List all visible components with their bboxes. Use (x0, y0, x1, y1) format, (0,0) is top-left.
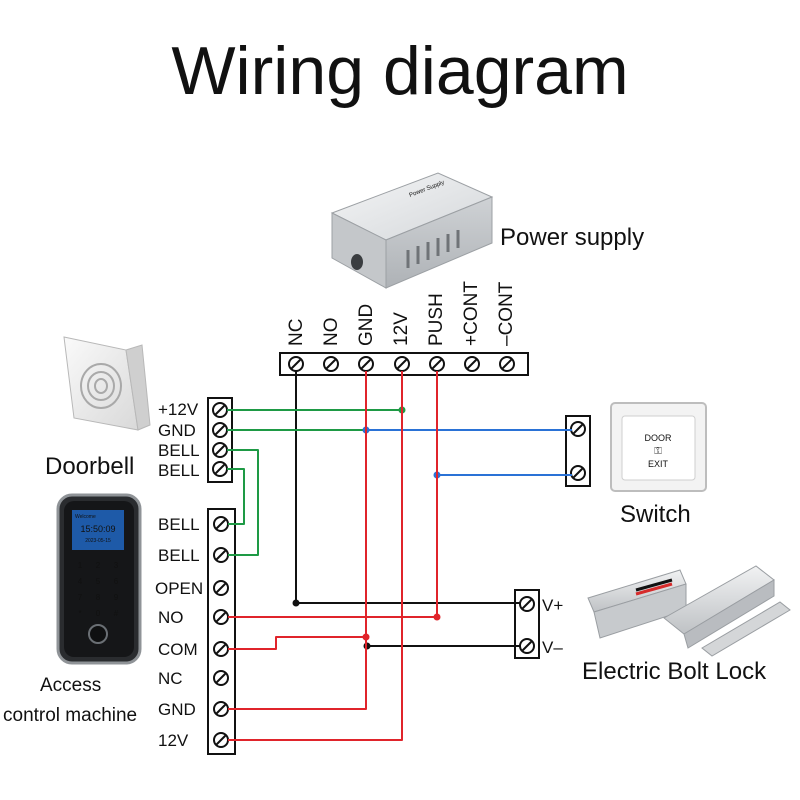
doorbell-image (63, 336, 151, 431)
wire-nc-to-vplus (295, 371, 520, 604)
wire-12v-red (228, 371, 403, 741)
wire-push-red (228, 371, 438, 618)
terminal-label-nc: NC (286, 319, 307, 346)
lock-label: Electric Bolt Lock (582, 658, 767, 685)
page-title: Wiring diagram (171, 33, 628, 109)
access-label-12v: 12V (158, 731, 189, 750)
doorbell-label: Doorbell (45, 453, 134, 480)
keypad-key: 7 (78, 593, 83, 602)
access-label-com: COM (158, 640, 198, 659)
doorbell-terminal-labels: +12V GND BELL BELL (158, 400, 200, 480)
wire-junction (433, 613, 441, 621)
keypad-key: 2 (96, 561, 101, 570)
doorbell-label-plus12v: +12V (158, 400, 199, 419)
keypad-date-text: 2023-05-15 (85, 538, 111, 544)
lock-terminal-block (514, 589, 540, 659)
keypad-key: 8 (96, 593, 101, 602)
lock-label-vplus: V+ (542, 596, 563, 615)
access-terminal-labels: BELL BELL OPEN NO COM NC GND 12V (155, 515, 203, 750)
access-keypad-image: Welcome 15:50:09 2023-05-15 1 2 3 4 5 6 … (56, 493, 142, 665)
doorbell-label-bell-1: BELL (158, 441, 200, 460)
power-supply-label: Power supply (500, 224, 644, 251)
access-label-bell-2: BELL (158, 546, 200, 565)
magnetic-lock-image (663, 565, 791, 657)
access-terminal-block (207, 508, 236, 755)
doorbell-label-gnd: GND (158, 421, 196, 440)
exit-switch-image: DOOR ⚿ EXIT (610, 402, 707, 492)
access-label-bell-1: BELL (158, 515, 200, 534)
keypad-key: 9 (114, 593, 119, 602)
keypad-key: 1 (78, 561, 83, 570)
keypad-time-text: 15:50:09 (80, 524, 115, 534)
electric-bolt-image (587, 569, 687, 639)
fingerprint-sensor-icon (88, 624, 108, 644)
terminal-label-plus-cont: +CONT (461, 281, 482, 346)
keypad-keys: 1 2 3 4 5 6 7 8 9 * 0 # (78, 561, 119, 618)
key-icon: ⚿ (654, 446, 662, 457)
doorbell-label-bell-2: BELL (158, 461, 200, 480)
access-label-gnd: GND (158, 700, 196, 719)
access-label-open: OPEN (155, 579, 203, 598)
wire-junction (362, 633, 370, 641)
keypad-key: 6 (114, 577, 119, 586)
wire-junction (292, 599, 300, 607)
power-terminal-strip (279, 352, 529, 376)
wire-bell-inner (227, 468, 245, 525)
wire-com-red (228, 636, 366, 650)
keypad-key: 0 (96, 609, 101, 618)
power-supply-image: Power Supply (330, 172, 494, 289)
lock-label-vminus: V– (542, 638, 563, 657)
keypad-key: 3 (114, 561, 119, 570)
terminal-label-push: PUSH (426, 293, 447, 346)
keypad-key: 5 (96, 577, 101, 586)
terminal-label-minus-cont: –CONT (496, 281, 517, 346)
keypad-key: # (114, 609, 119, 618)
terminal-label-no: NO (321, 318, 342, 347)
power-terminal-labels: NC NO GND 12V PUSH +CONT –CONT (286, 281, 517, 346)
keypad-welcome-text: Welcome (75, 514, 96, 520)
power-terminal-screws (288, 356, 515, 372)
terminal-label-gnd: GND (356, 304, 377, 346)
switch-exit-text: EXIT (648, 459, 669, 469)
wire-gnd-red (228, 371, 367, 710)
access-label-nc: NC (158, 669, 183, 688)
access-label-line2: control machine (3, 705, 137, 726)
keypad-key: 4 (78, 577, 83, 586)
keypad-key: * (78, 609, 81, 618)
switch-door-text: DOOR (645, 433, 673, 443)
switch-label: Switch (620, 501, 691, 528)
access-label-no: NO (158, 608, 184, 627)
terminal-label-12v: 12V (391, 312, 412, 346)
access-label-line1: Access (40, 675, 101, 696)
wire-bell-outer (227, 449, 259, 556)
